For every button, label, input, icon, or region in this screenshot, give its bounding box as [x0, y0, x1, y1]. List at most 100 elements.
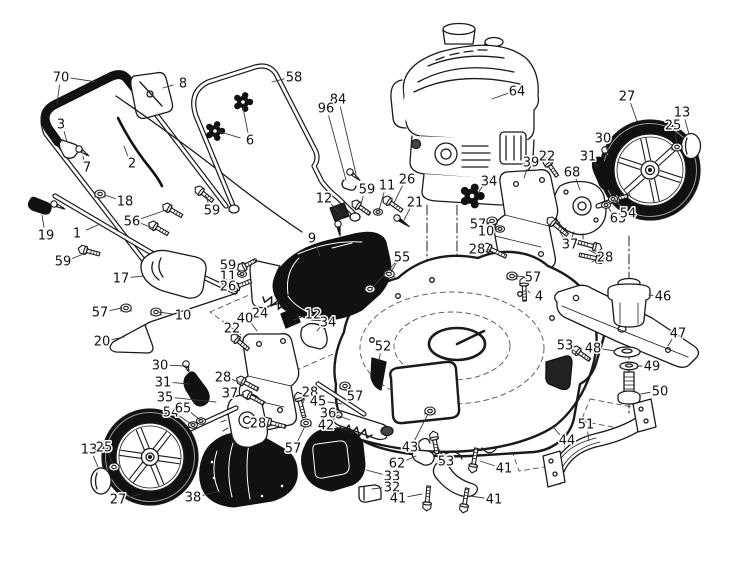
callout-70: 70: [53, 71, 70, 86]
callout-28: 28: [469, 243, 486, 258]
callout-43: 43: [402, 441, 419, 456]
wheel-spoke: [119, 454, 142, 459]
callout-56: 56: [124, 215, 141, 230]
leader-line: [174, 397, 217, 403]
callout-53: 53: [438, 455, 455, 470]
screw-icon: [50, 200, 66, 210]
nut-icon: [506, 271, 518, 281]
hinge-bracket: [545, 355, 573, 391]
primer-bulb: [410, 138, 422, 150]
nut-icon: [383, 269, 395, 279]
nut-icon: [424, 406, 436, 416]
callout-45: 45: [310, 395, 327, 410]
bolt-icon: [519, 276, 529, 302]
callout-57: 57: [92, 306, 109, 321]
callout-26: 26: [220, 280, 237, 295]
callout-18: 18: [117, 195, 134, 210]
callout-28: 28: [215, 371, 232, 386]
leader-line: [267, 424, 273, 427]
bolt-icon: [578, 252, 606, 265]
leader-line: [337, 414, 351, 421]
leader-line: [495, 228, 498, 231]
screw-icon: [346, 168, 361, 181]
callout-53: 53: [557, 339, 574, 354]
callout-55: 55: [394, 251, 411, 266]
wheel-spoke: [158, 460, 180, 465]
leader-line: [407, 493, 423, 498]
callout-40: 40: [237, 312, 254, 327]
leader-line: [205, 195, 209, 204]
leader-line: [514, 275, 524, 278]
leader-line: [172, 382, 190, 385]
leader-line: [104, 194, 116, 200]
leader-line: [242, 107, 249, 133]
bolt-icon: [230, 333, 250, 352]
leader-line: [216, 130, 241, 139]
callout-41: 41: [486, 493, 503, 508]
leader-line: [593, 161, 599, 169]
callout-17: 17: [113, 272, 130, 287]
callout-47: 47: [670, 327, 687, 342]
callout-64: 64: [509, 85, 526, 100]
callout-24: 24: [252, 307, 269, 322]
callout-20: 20: [94, 335, 111, 350]
leader-line: [640, 391, 651, 395]
screw-icon: [75, 145, 90, 157]
leader-line: [414, 413, 429, 441]
bolt-icon: [546, 216, 570, 237]
leader-line: [237, 262, 246, 265]
callout-8: 8: [179, 77, 187, 92]
callout-25: 25: [96, 441, 113, 456]
leader-line: [605, 145, 608, 151]
callout-36: 36: [320, 407, 337, 422]
wheel-spoke: [619, 157, 642, 165]
leader-line: [335, 426, 348, 431]
leader-line: [477, 186, 483, 194]
leader-line: [109, 307, 123, 312]
callout-51: 51: [578, 418, 595, 433]
leader-line: [437, 446, 442, 455]
callout-59: 59: [220, 259, 237, 274]
callout-42: 42: [318, 419, 335, 434]
blade-adapter: [607, 277, 651, 328]
nut-icon: [94, 189, 106, 199]
leader-line: [237, 273, 242, 276]
callout-34: 34: [320, 316, 337, 331]
leader-line: [614, 199, 622, 208]
leader-line: [41, 214, 45, 228]
control-cable: [115, 95, 303, 233]
leader-line: [330, 203, 338, 212]
bolt-icon: [237, 257, 258, 273]
callout-9: 9: [308, 232, 316, 247]
callout-11: 11: [379, 179, 396, 194]
callout-32: 32: [384, 481, 401, 496]
leader-line: [82, 155, 85, 160]
leader-line: [602, 348, 616, 352]
deck-decal: [370, 357, 387, 391]
callout-41: 41: [390, 492, 407, 507]
callout-26: 26: [399, 173, 416, 188]
bolt-icon: [458, 487, 470, 514]
callout-62: 62: [389, 457, 406, 472]
wheel-spoke: [654, 178, 660, 202]
leader-line: [267, 303, 272, 309]
bolt-icon: [575, 239, 603, 253]
bolt-icon: [229, 278, 253, 293]
callout-49: 49: [644, 360, 661, 375]
wheel-spoke: [135, 429, 145, 451]
callout-59: 59: [55, 255, 72, 270]
leader-line: [190, 412, 201, 421]
leader-line: [575, 178, 581, 191]
bolt-icon: [467, 447, 479, 474]
callout-19: 19: [38, 229, 55, 244]
leader-line: [344, 388, 348, 392]
leader-line: [239, 394, 251, 400]
leader-line: [588, 249, 597, 255]
leader-line: [667, 338, 673, 347]
leader-line: [630, 102, 638, 122]
upper-handle: [40, 70, 229, 269]
leader-line: [232, 379, 245, 385]
callout-54: 54: [620, 207, 637, 222]
leader-line: [371, 262, 396, 289]
